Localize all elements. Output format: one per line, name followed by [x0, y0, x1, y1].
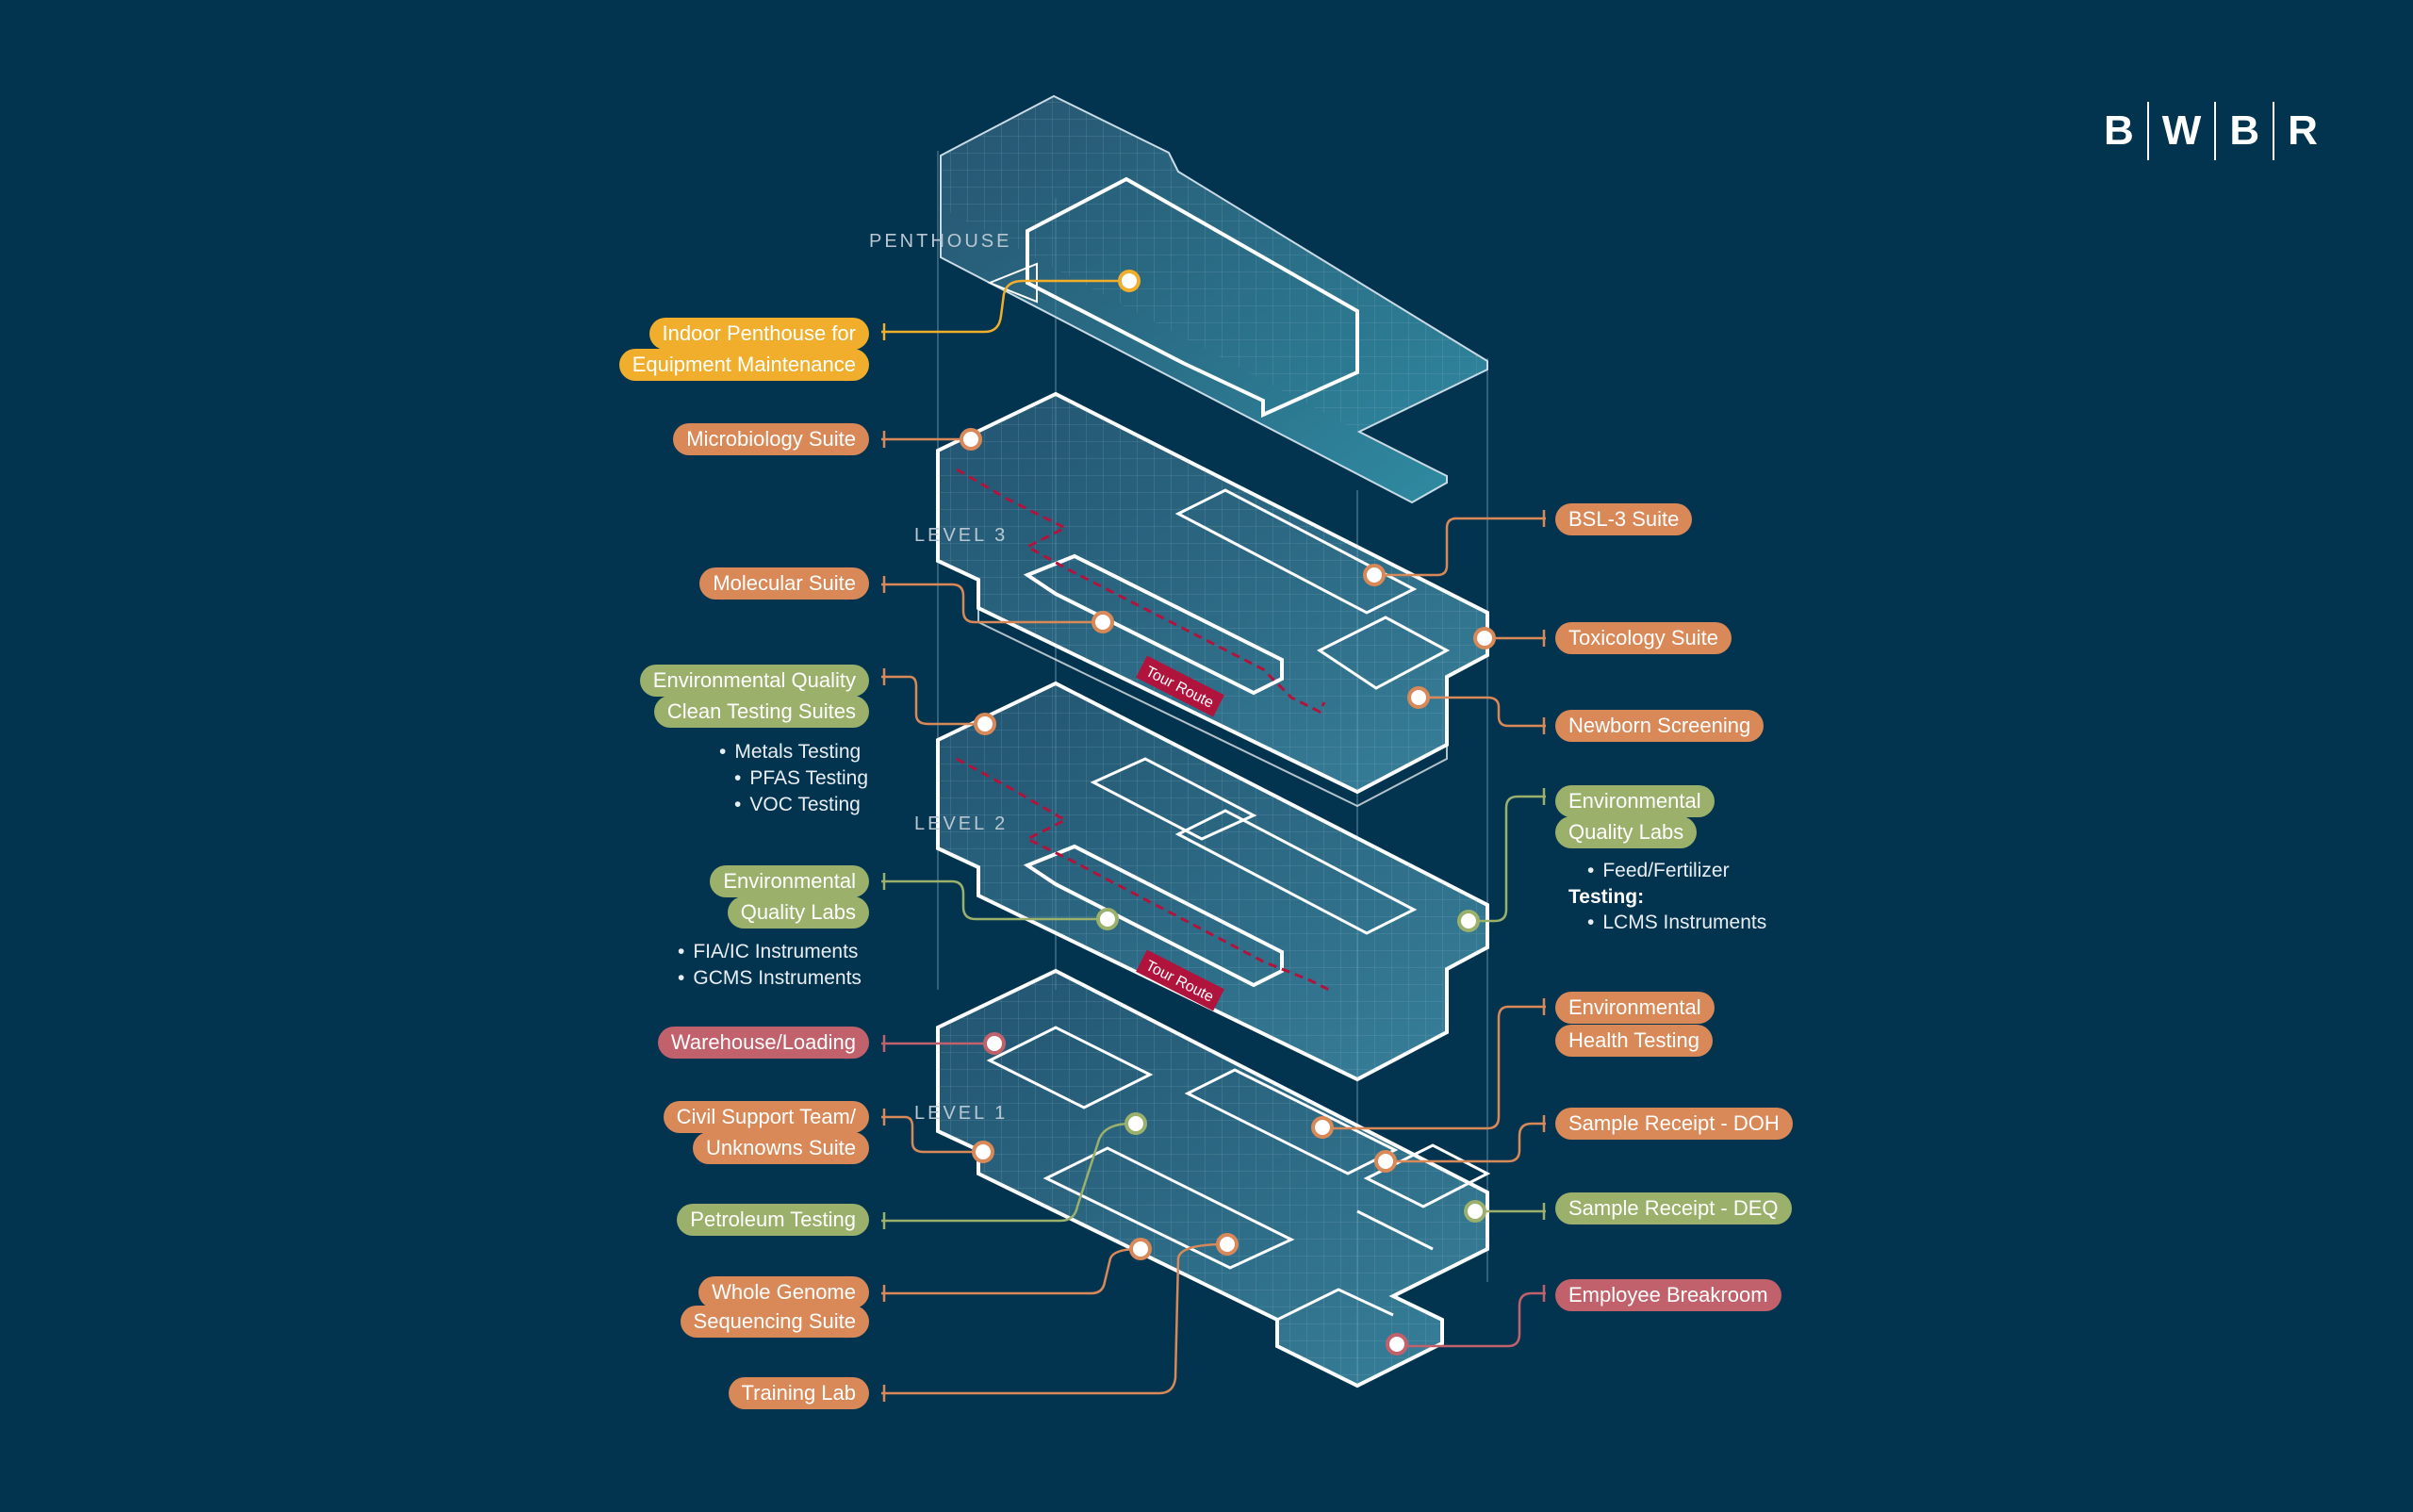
eq-labs-left-item-gcms: GCMS Instruments — [678, 967, 862, 990]
leader-lines — [881, 279, 1546, 1395]
label-microbiology-suite: Microbiology Suite — [673, 423, 869, 455]
eq-labs-right-item-feed: Feed/Fertilizer — [1587, 860, 1729, 882]
leader-ticks — [882, 323, 1546, 1402]
eq-labs-left-item-fia: FIA/IC Instruments — [678, 941, 858, 963]
eq-labs-right-testing-heading: Testing: — [1568, 886, 1645, 908]
label-eq-labs-left-line2: Quality Labs — [727, 896, 869, 929]
label-molecular-suite: Molecular Suite — [699, 567, 869, 600]
label-wgs-line2: Sequencing Suite — [680, 1306, 869, 1338]
penthouse-floor — [940, 94, 1488, 504]
label-petroleum-testing: Petroleum Testing — [677, 1204, 869, 1236]
logo-divider — [2146, 102, 2149, 160]
label-employee-breakroom: Employee Breakroom — [1555, 1279, 1781, 1311]
label-newborn-screening: Newborn Screening — [1555, 710, 1765, 742]
label-penthouse-line1: Indoor Penthouse for — [648, 318, 869, 350]
label-toxicology-suite: Toxicology Suite — [1555, 622, 1732, 654]
eq-clean-item-voc: VOC Testing — [734, 794, 861, 816]
label-bsl3-suite: BSL-3 Suite — [1555, 503, 1693, 535]
label-eq-labs-right-line1: Environmental — [1555, 785, 1715, 817]
level-label-level2: LEVEL 2 — [914, 814, 1009, 834]
level-label-penthouse: PENTHOUSE — [869, 231, 1012, 252]
label-eq-clean-line1: Environmental Quality — [639, 665, 869, 697]
logo-divider — [2273, 102, 2275, 160]
label-sample-receipt-doh: Sample Receipt - DOH — [1555, 1108, 1793, 1140]
label-eq-labs-left-line1: Environmental — [710, 865, 869, 897]
label-civil-line2: Unknowns Suite — [693, 1132, 869, 1164]
logo-divider — [2214, 102, 2217, 160]
label-env-health-line1: Environmental — [1555, 992, 1715, 1024]
label-eq-clean-line2: Clean Testing Suites — [653, 696, 869, 728]
label-wgs-line1: Whole Genome — [698, 1276, 869, 1308]
label-penthouse-line2: Equipment Maintenance — [618, 349, 869, 381]
bwbr-logo: B W B R — [2091, 102, 2331, 160]
label-sample-receipt-deq: Sample Receipt - DEQ — [1555, 1192, 1792, 1224]
level-label-level3: LEVEL 3 — [914, 525, 1009, 546]
label-civil-line1: Civil Support Team/ — [663, 1101, 869, 1133]
eq-labs-right-item-lcms: LCMS Instruments — [1587, 912, 1766, 934]
logo-letter-b2: B — [2229, 107, 2260, 154]
logo-letter-b1: B — [2104, 107, 2134, 154]
label-training-lab: Training Lab — [728, 1377, 869, 1409]
location-markers — [960, 270, 1496, 1356]
eq-clean-item-metals: Metals Testing — [719, 741, 861, 764]
level-label-level1: LEVEL 1 — [914, 1103, 1009, 1124]
logo-letter-r: R — [2288, 107, 2318, 154]
level3-floor — [936, 391, 1489, 808]
eq-clean-item-pfas: PFAS Testing — [734, 767, 868, 790]
label-warehouse-loading: Warehouse/Loading — [657, 1027, 869, 1059]
logo-letter-w: W — [2161, 107, 2202, 154]
level2-floor — [936, 681, 1489, 1082]
label-eq-labs-right-line2: Quality Labs — [1555, 816, 1698, 848]
label-env-health-line2: Health Testing — [1555, 1025, 1714, 1057]
